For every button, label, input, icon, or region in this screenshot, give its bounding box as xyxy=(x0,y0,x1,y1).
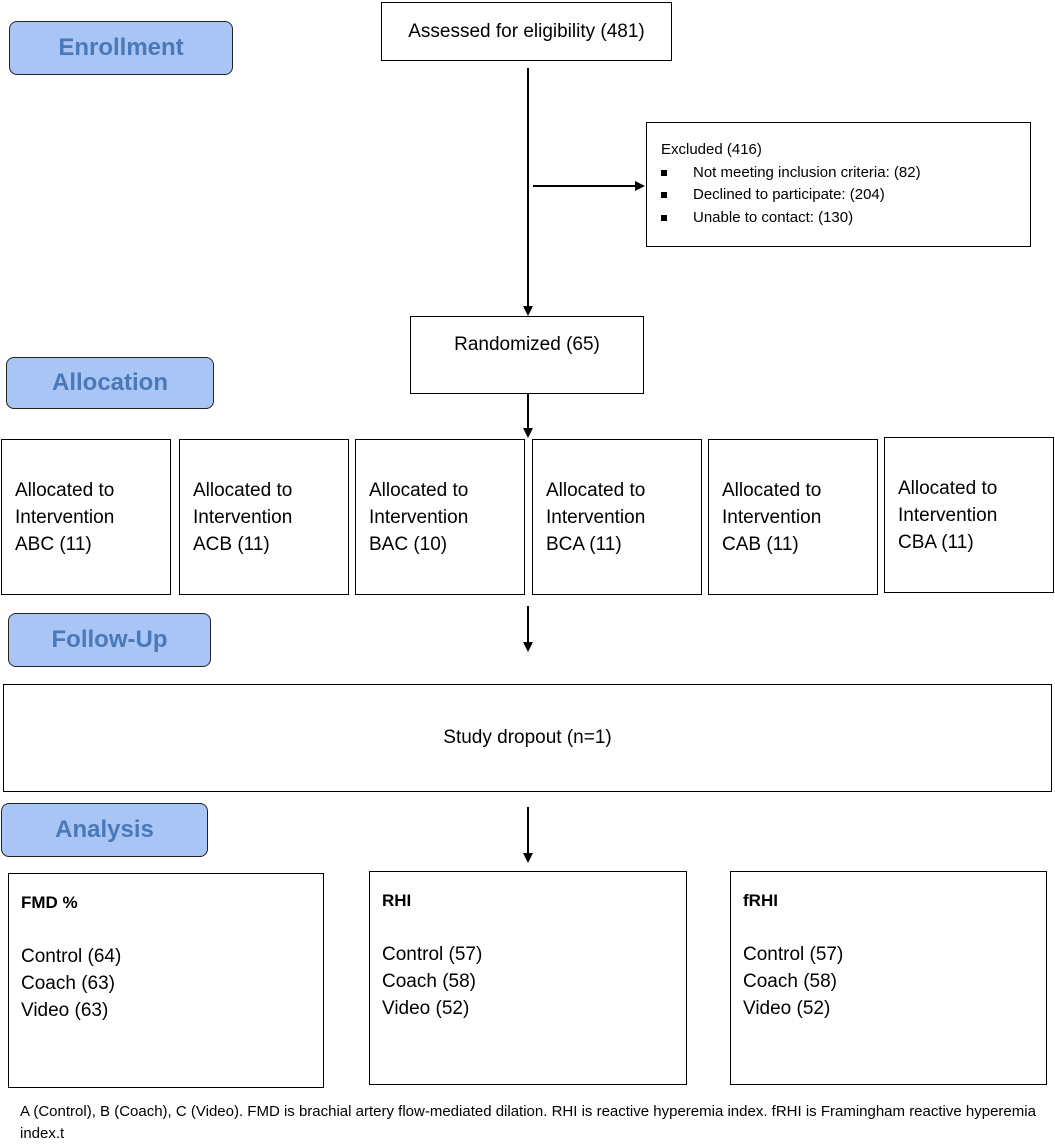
analysis-item: Coach (58) xyxy=(382,971,476,992)
randomized-box: Randomized (65) xyxy=(410,316,644,394)
analysis-box-rhi: RHI Control (57) Coach (58) Video (52) xyxy=(369,871,687,1085)
analysis-header: fRHI xyxy=(743,891,778,910)
excluded-list: Not meeting inclusion criteria: (82) Dec… xyxy=(661,162,1016,230)
stage-label-analysis: Analysis xyxy=(1,803,208,857)
allocation-text: Allocated to Intervention BAC (10) xyxy=(369,479,469,555)
allocation-box-cba: Allocated to Intervention CBA (11) xyxy=(884,437,1054,593)
allocation-text: Allocated to Intervention ACB (11) xyxy=(193,479,293,555)
analysis-header: RHI xyxy=(382,891,412,910)
dropout-box: Study dropout (n=1) xyxy=(3,684,1052,792)
analysis-item: Video (52) xyxy=(382,998,470,1019)
excluded-item: Unable to contact: (130) xyxy=(661,207,1016,230)
analysis-box-fmd: FMD % Control (64) Coach (63) Video (63) xyxy=(8,873,324,1088)
analysis-item: Control (57) xyxy=(382,944,483,965)
footnote: A (Control), B (Coach), C (Video). FMD i… xyxy=(20,1103,1036,1142)
allocation-text: Allocated to Intervention CAB (11) xyxy=(722,479,822,555)
randomized-text: Randomized (65) xyxy=(454,334,600,355)
allocation-box-bac: Allocated to Intervention BAC (10) xyxy=(355,439,525,595)
assessed-text: Assessed for eligibility (481) xyxy=(408,20,645,42)
dropout-text: Study dropout (n=1) xyxy=(443,727,612,748)
analysis-header: FMD % xyxy=(21,893,78,912)
excluded-item: Not meeting inclusion criteria: (82) xyxy=(661,162,1016,185)
excluded-box: Excluded (416) Not meeting inclusion cri… xyxy=(646,122,1031,247)
analysis-item: Coach (58) xyxy=(743,971,837,992)
allocation-text: Allocated to Intervention CBA (11) xyxy=(898,477,998,553)
assessed-box: Assessed for eligibility (481) xyxy=(381,2,672,61)
analysis-item: Control (57) xyxy=(743,944,844,965)
allocation-box-abc: Allocated to Intervention ABC (11) xyxy=(1,439,171,595)
bullet-icon xyxy=(661,214,667,221)
allocation-box-cab: Allocated to Intervention CAB (11) xyxy=(708,439,878,595)
allocation-box-bca: Allocated to Intervention BCA (11) xyxy=(532,439,702,595)
allocation-text: Allocated to Intervention BCA (11) xyxy=(546,479,646,555)
analysis-item: Control (64) xyxy=(21,946,122,967)
excluded-item: Declined to participate: (204) xyxy=(661,184,1016,207)
allocation-text: Allocated to Intervention ABC (11) xyxy=(15,479,115,555)
bullet-icon xyxy=(661,192,667,198)
analysis-item: Video (52) xyxy=(743,998,831,1019)
excluded-title: Excluded (416) xyxy=(661,141,762,158)
bullet-icon xyxy=(661,169,667,176)
analysis-item: Video (63) xyxy=(21,1000,109,1021)
stage-label-follow-up: Follow-Up xyxy=(8,613,211,667)
stage-label-enrollment: Enrollment xyxy=(9,21,233,75)
analysis-item: Coach (63) xyxy=(21,973,115,994)
allocation-box-acb: Allocated to Intervention ACB (11) xyxy=(179,439,349,595)
stage-label-allocation: Allocation xyxy=(6,357,214,409)
analysis-box-frhi: fRHI Control (57) Coach (58) Video (52) xyxy=(730,871,1047,1085)
